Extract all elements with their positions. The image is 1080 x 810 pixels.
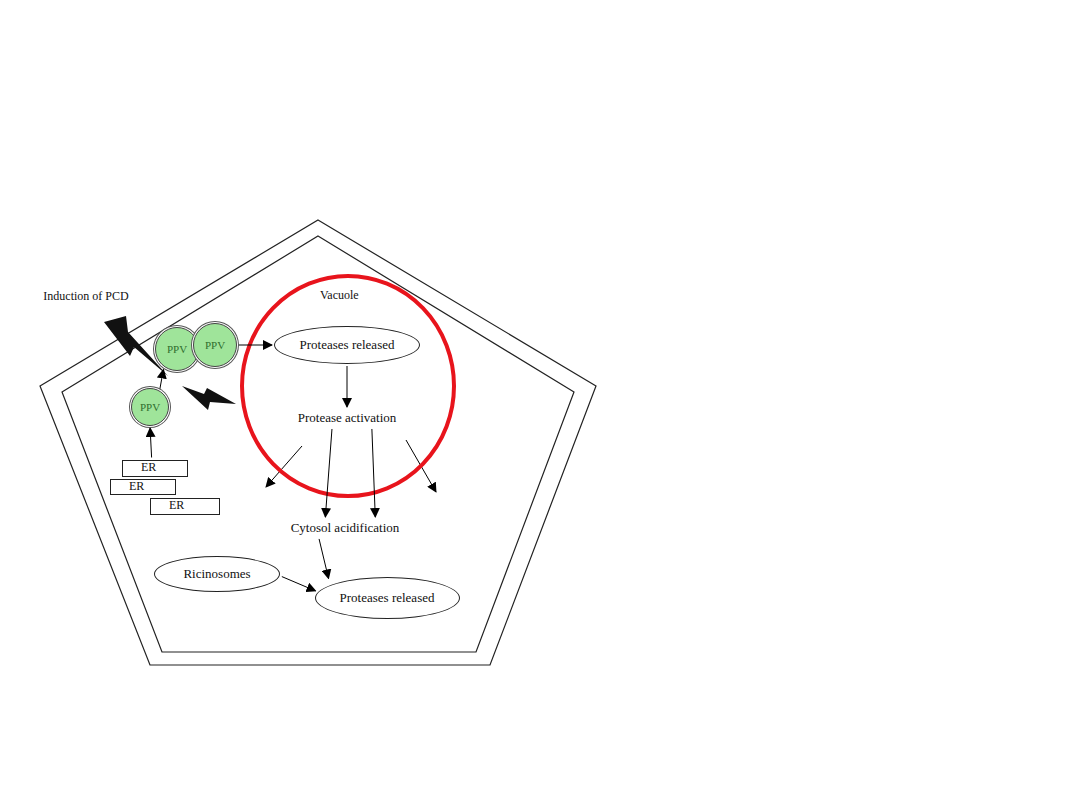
text-label: Vacuole xyxy=(320,288,380,304)
node-text: ER xyxy=(129,480,144,493)
process-ellipse: Ricinosomes xyxy=(154,556,280,592)
process-text: Protease activation xyxy=(285,409,409,427)
node-text: Cytosol acidification xyxy=(291,521,400,535)
vesicle-circle: PPV xyxy=(131,388,169,426)
er-box: ER xyxy=(150,498,220,515)
vesicle-circle: PPV xyxy=(193,323,237,367)
arrow-connector xyxy=(372,429,375,517)
arrow-connector xyxy=(347,366,348,407)
arrow-connector xyxy=(325,429,332,517)
text-label: Induction of PCD xyxy=(38,289,134,305)
node-text: ER xyxy=(141,461,156,474)
er-box: ER xyxy=(122,460,188,477)
highlight-circle xyxy=(242,276,454,496)
node-text: PPV xyxy=(167,343,187,355)
node-text: Proteases released xyxy=(340,591,435,605)
node-text: PPV xyxy=(140,401,160,413)
node-text: PPV xyxy=(205,339,225,351)
arrow-connector xyxy=(282,577,316,591)
process-ellipse: Proteases released xyxy=(274,326,420,364)
cell-wall-inner xyxy=(62,236,574,652)
cell-wall-outer xyxy=(40,220,596,665)
er-box: ER xyxy=(110,479,176,495)
process-ellipse: Proteases released xyxy=(315,577,460,619)
node-text: ER xyxy=(169,499,184,512)
node-text: Ricinosomes xyxy=(183,567,250,581)
arrow-connector xyxy=(319,539,328,578)
process-text: Cytosol acidification xyxy=(279,519,411,537)
arrow-connector xyxy=(160,369,164,389)
node-text: Protease activation xyxy=(298,411,397,425)
arrow-connector xyxy=(239,345,272,346)
node-text: Proteases released xyxy=(300,338,395,352)
lightning-bolt xyxy=(182,386,236,410)
arrow-connector xyxy=(150,428,151,458)
